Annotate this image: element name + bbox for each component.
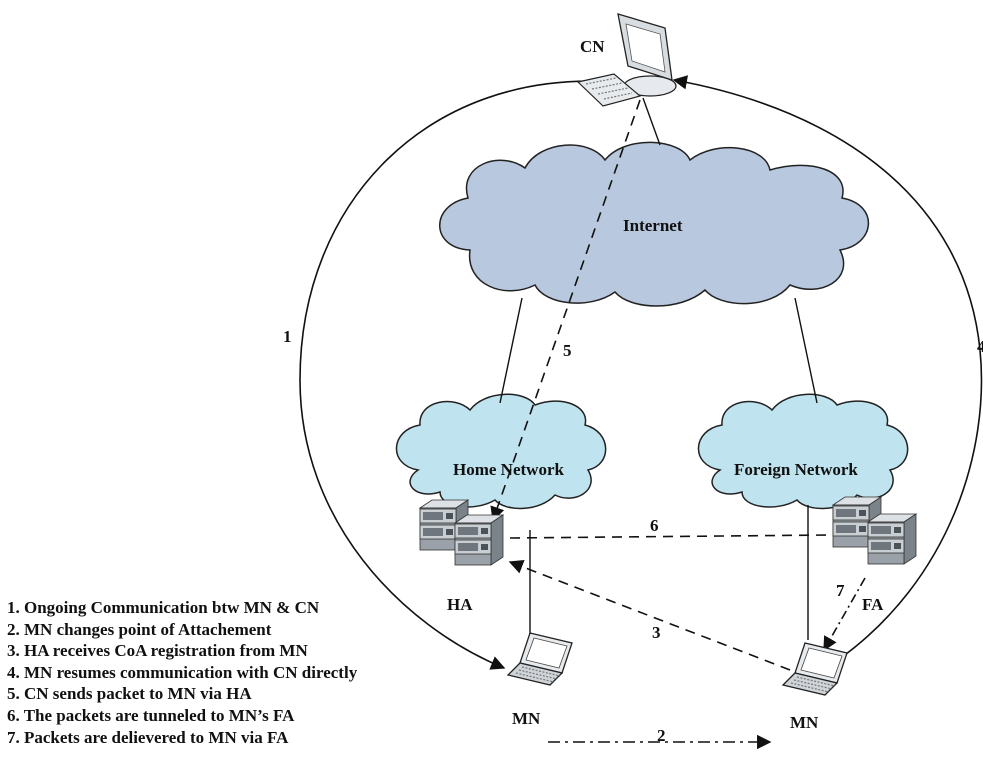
legend-item: 3. HA receives CoA registration from MN <box>7 641 308 661</box>
path-5-cn-to-ha <box>490 99 641 522</box>
label-ha: HA <box>447 595 473 614</box>
mn-home-laptop-icon <box>507 632 573 686</box>
legend-item: 2. MN changes point of Attachement <box>7 619 272 639</box>
legend-item: 7. Packets are delievered to MN via FA <box>7 727 289 747</box>
legend-item: 1. Ongoing Communication btw MN & CN <box>7 598 320 617</box>
step-label-4: 4 <box>977 337 983 356</box>
label-foreign-network: Foreign Network <box>734 460 858 479</box>
step-label-1: 1 <box>283 327 292 346</box>
legend-item: 4. MN resumes communication with CN dire… <box>7 662 358 682</box>
legend-item: 5. CN sends packet to MN via HA <box>7 684 252 704</box>
path-7-fa-to-mn <box>823 577 866 652</box>
path-1-ongoing-communication <box>299 80 613 670</box>
step-label-6: 6 <box>650 516 659 535</box>
internet-cloud <box>439 141 870 307</box>
home-network-cloud <box>395 393 607 510</box>
step-label-5: 5 <box>563 341 572 360</box>
ha-server-icon <box>420 500 503 565</box>
link-internet-foreign <box>794 297 818 404</box>
link-internet-home <box>499 297 523 404</box>
mn-foreign-laptop-icon <box>782 642 848 696</box>
label-home-network: Home Network <box>453 460 564 479</box>
label-fa: FA <box>862 595 884 614</box>
path-6-tunnel-ha-to-fa <box>509 534 831 539</box>
legend-list: 1. Ongoing Communication btw MN & CN 2. … <box>7 597 357 748</box>
label-mn-foreign: MN <box>790 713 819 732</box>
fa-server-icon <box>833 497 916 564</box>
cn-computer-icon <box>576 13 677 107</box>
path-4-direct-communication <box>672 75 983 661</box>
link-cn-internet <box>642 97 661 146</box>
label-mn-home: MN <box>512 709 541 728</box>
legend-item: 6. The packets are tunneled to MN’s FA <box>7 705 295 725</box>
foreign-network-cloud <box>697 393 909 510</box>
step-label-3: 3 <box>652 623 661 642</box>
label-internet: Internet <box>623 216 683 235</box>
step-label-7: 7 <box>836 581 845 600</box>
step-label-2: 2 <box>657 726 666 745</box>
label-cn: CN <box>580 37 605 56</box>
